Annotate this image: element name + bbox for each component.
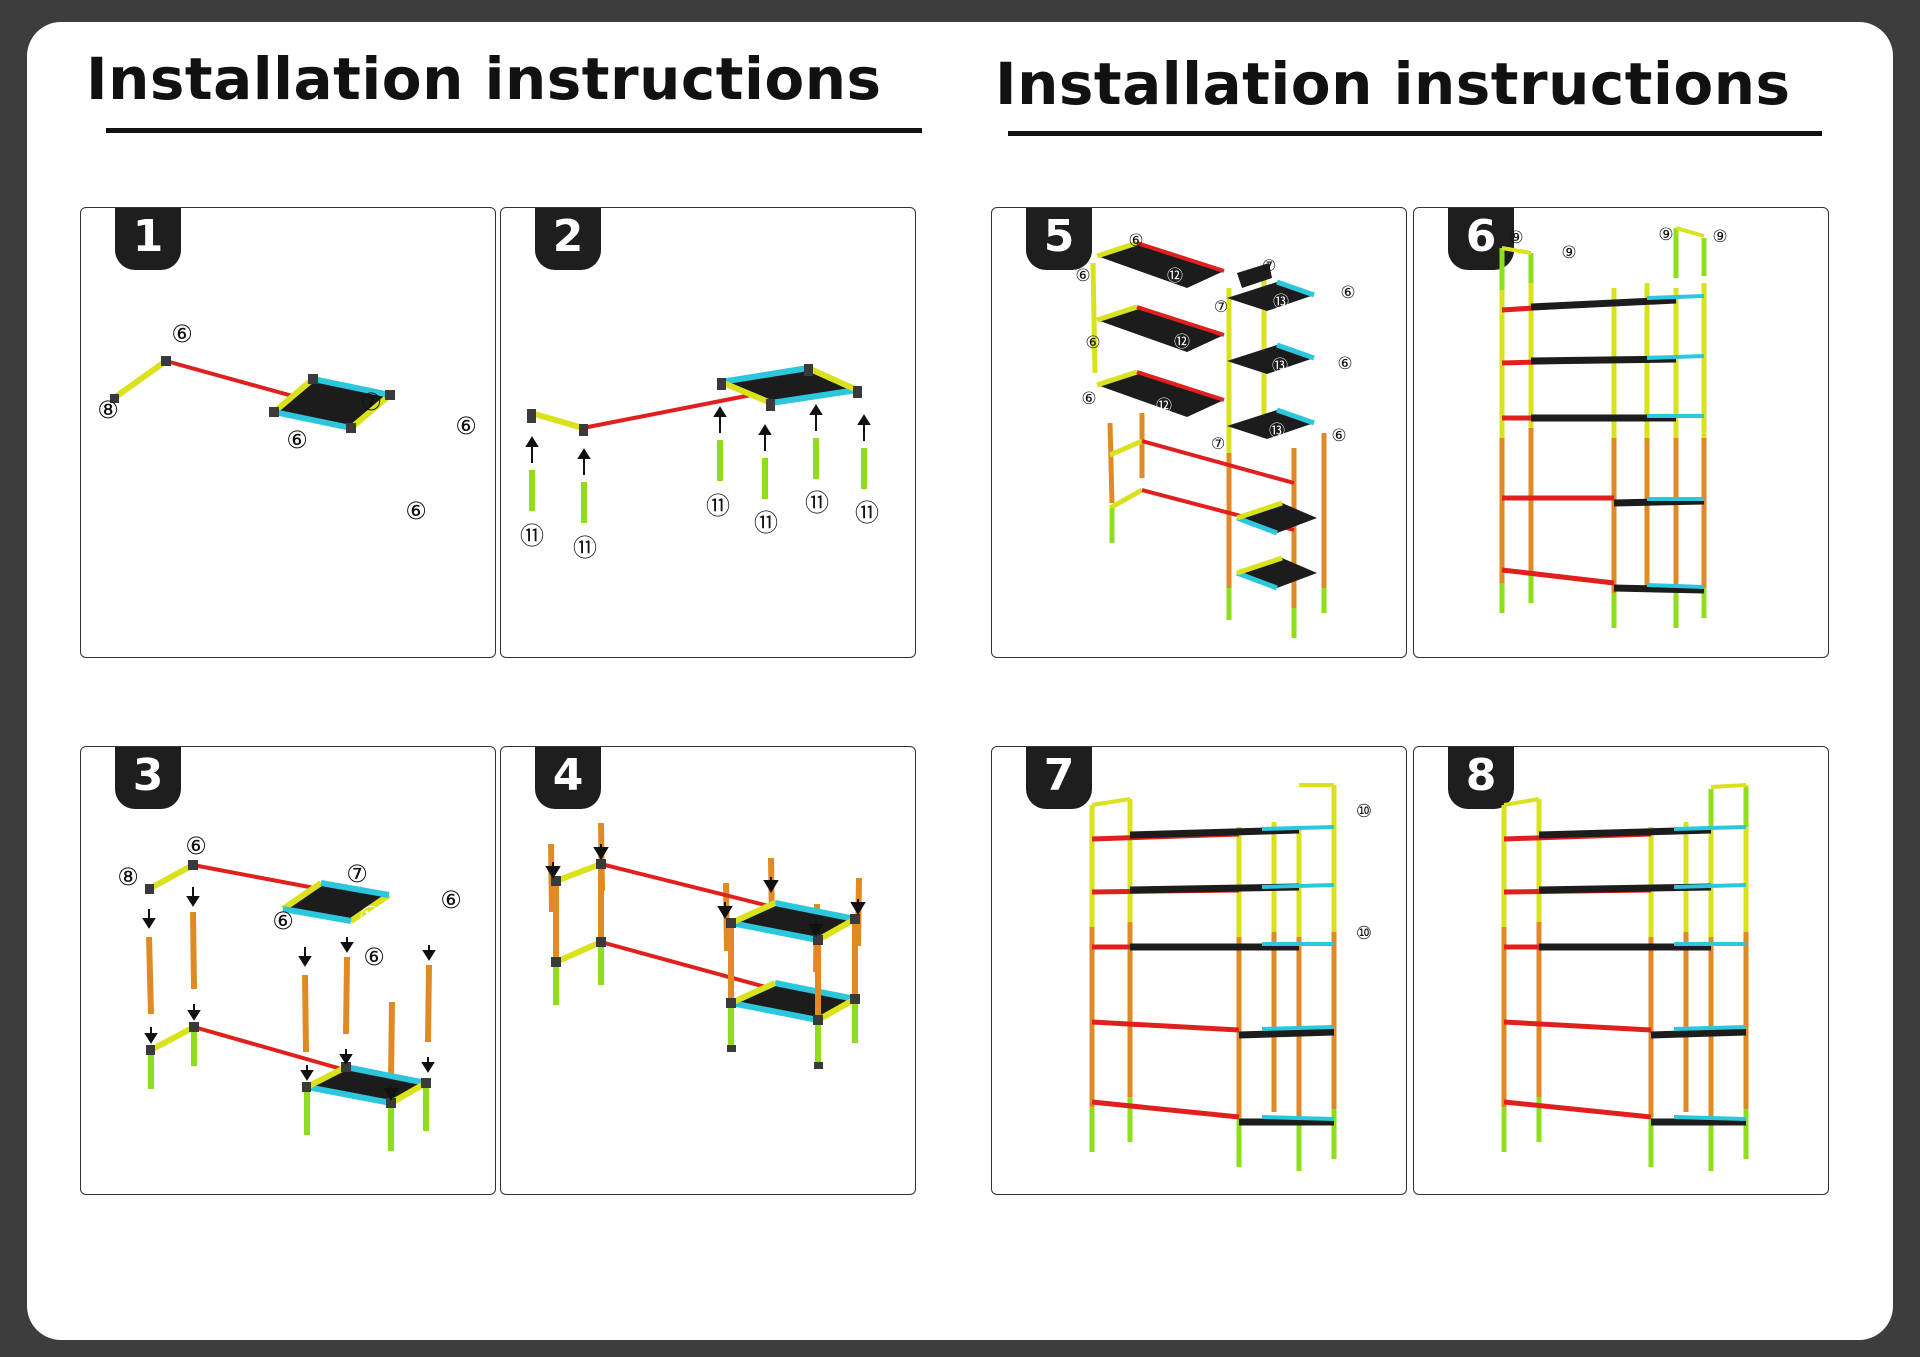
- part-label: ⑬: [1272, 356, 1288, 375]
- part-label: ⑪: [855, 499, 879, 527]
- part-label: ⑧: [97, 396, 119, 424]
- part-label: ⑦: [1214, 297, 1228, 316]
- step-panel-2: 2 ⑪ ⑪ ⑪ ⑪ ⑪ ⑪: [500, 207, 916, 658]
- part-label: ⑨: [1658, 225, 1673, 245]
- part-label: ⑫: [1174, 332, 1190, 351]
- step-panel-1: 1 ⑧ ⑥ ⑦ ⑥ ⑥ ⑬ ⑥: [80, 207, 496, 658]
- part-label: ⑥: [1340, 283, 1355, 303]
- step-panel-7: 7 ⑩ ⑩: [991, 746, 1407, 1195]
- step-badge: 1: [115, 208, 181, 270]
- part-label: ⑥: [363, 943, 385, 971]
- step-panel-4: 4: [500, 746, 916, 1195]
- part-label: ⑬: [1273, 292, 1289, 311]
- step-panel-3: 3: [80, 746, 496, 1195]
- step-badge: 2: [535, 208, 601, 270]
- part-label: ⑪: [805, 489, 829, 517]
- part-label: ⑨: [1561, 243, 1576, 263]
- part-label: ⑥: [1337, 354, 1352, 374]
- step-badge: 8: [1448, 747, 1514, 809]
- part-label: ⑦: [1262, 256, 1276, 275]
- part-label: ⑨: [1508, 228, 1523, 248]
- step-6-diagram: ⑨ ⑨ ⑨ ⑨: [1499, 225, 1728, 628]
- part-label: ⑩: [1356, 923, 1372, 944]
- part-label: ⑬: [380, 422, 402, 447]
- part-label: ⑪: [520, 522, 544, 550]
- step-panel-8: 8: [1413, 746, 1829, 1195]
- part-label: ⑥: [405, 497, 427, 525]
- part-label: ⑥: [1085, 333, 1100, 353]
- step-badge: 6: [1448, 208, 1514, 270]
- part-label: ⑥: [440, 886, 462, 914]
- step-panel-5: 5: [991, 207, 1407, 658]
- part-label: ⑦: [346, 860, 368, 888]
- part-label: ⑥: [286, 426, 308, 454]
- page-title-right: Installation instructions: [995, 50, 1791, 118]
- part-label: ⑥: [272, 907, 294, 935]
- part-label: ⑦: [1211, 434, 1225, 453]
- step-badge: 4: [535, 747, 601, 809]
- part-label: ⑨: [1712, 227, 1727, 247]
- part-label: ⑪: [754, 509, 778, 537]
- step-7-diagram: ⑩ ⑩: [1089, 783, 1372, 1171]
- title-underline-left: [106, 128, 922, 133]
- part-label: ⑦: [360, 388, 382, 416]
- step-1-diagram: ⑧ ⑥ ⑦ ⑥ ⑥ ⑬ ⑥: [97, 320, 477, 525]
- part-label: ⑥: [185, 832, 207, 860]
- step-panel-6: 6 ⑨ ⑨ ⑨ ⑨: [1413, 207, 1829, 658]
- step-badge: 3: [115, 747, 181, 809]
- part-label: ⑥: [1081, 389, 1096, 409]
- part-label: ⑫: [1167, 266, 1183, 285]
- part-label: ⑥: [1128, 231, 1143, 251]
- part-label: ⑬: [360, 906, 382, 931]
- step-badge: 7: [1026, 747, 1092, 809]
- part-label: ⑫: [1156, 396, 1172, 415]
- part-label: ⑪: [573, 534, 597, 562]
- step-badge: 5: [1026, 208, 1092, 270]
- part-label: ⑥: [1075, 266, 1090, 286]
- step-2-diagram: ⑪ ⑪ ⑪ ⑪ ⑪ ⑪: [520, 364, 879, 562]
- part-label: ⑩: [1356, 801, 1372, 822]
- page-title-left: Installation instructions: [86, 45, 882, 113]
- step-5-diagram: ⑥ ⑫ ⑫ ⑫ ⑬ ⑬ ⑬ ⑦ ⑦ ⑦ ⑥ ⑥ ⑥ ⑥ ⑥ ⑥: [1075, 231, 1356, 638]
- title-underline-right: [1008, 131, 1822, 136]
- step-8-diagram: [1501, 783, 1749, 1171]
- part-label: ⑥: [455, 412, 477, 440]
- part-label: ⑧: [117, 863, 139, 891]
- part-label: ⑥: [171, 320, 193, 348]
- part-label: ⑬: [1269, 421, 1285, 440]
- step-3-diagram: ⑧ ⑥ ⑦ ⑥ ⑥ ⑬ ⑥: [117, 832, 462, 1151]
- part-label: ⑪: [706, 492, 730, 520]
- part-label: ⑥: [1331, 426, 1346, 446]
- step-4-diagram: [545, 822, 866, 1069]
